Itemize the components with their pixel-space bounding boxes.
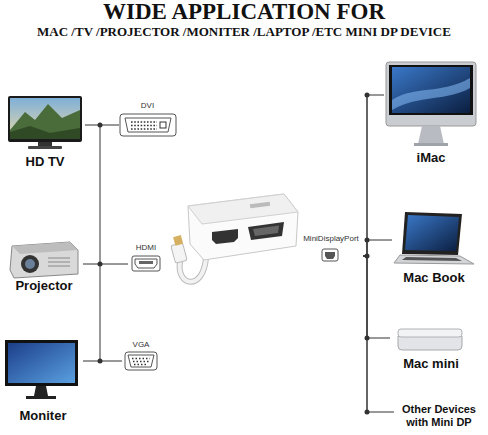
device-box: Mac mini xyxy=(390,324,472,372)
page-title: WIDE APPLICATION FOR xyxy=(0,0,488,23)
macbook-base xyxy=(394,255,474,264)
adapter-plug-tip xyxy=(173,235,183,246)
imac-stand xyxy=(418,126,444,144)
projector-glass xyxy=(25,259,35,269)
projector-lens xyxy=(21,255,39,273)
port-box: DVI xyxy=(119,101,176,133)
tv-screen xyxy=(10,98,80,139)
monitor-stand xyxy=(34,386,48,396)
minidp-icon xyxy=(322,249,338,261)
imac-wave xyxy=(392,78,470,110)
port-box: MiniDisplayPort xyxy=(299,234,363,259)
port-box: VGA xyxy=(122,340,160,368)
dvi-pin-block xyxy=(160,122,166,128)
device-box: Mac Book xyxy=(392,210,476,286)
connector-line xyxy=(83,361,122,362)
dvi-pins xyxy=(131,122,157,129)
vga-socket xyxy=(128,355,154,367)
port-label: HDMI xyxy=(128,243,164,252)
vga-icon xyxy=(125,352,157,370)
adapter-vga-port xyxy=(248,222,284,240)
connector-line xyxy=(85,125,119,126)
device-label: Other Devices with Mini DP xyxy=(394,403,484,428)
device-label: iMac xyxy=(384,151,478,166)
port-label: DVI xyxy=(119,101,176,110)
adapter-top xyxy=(188,194,298,224)
hdmi-icon xyxy=(132,256,160,271)
adapter-hdmi-port xyxy=(212,229,238,244)
connector-line xyxy=(363,240,392,256)
device-box: Other Devices with Mini DP xyxy=(394,403,484,428)
macmini-body xyxy=(398,336,462,350)
macbook-keyboard xyxy=(402,257,462,261)
projector-top xyxy=(12,242,78,254)
dvi-socket xyxy=(125,118,171,132)
connector-line xyxy=(83,264,128,265)
device-label: HD TV xyxy=(5,155,85,170)
macbook-screen xyxy=(405,215,459,251)
device-box: Moniter xyxy=(3,338,83,424)
adapter-vga-inner xyxy=(253,226,279,237)
device-box: iMac xyxy=(384,60,478,166)
bus-line xyxy=(100,125,101,361)
adapter-plug xyxy=(171,243,187,263)
monitor-frame xyxy=(5,340,78,386)
tv-frame xyxy=(8,96,82,142)
port-label: MiniDisplayPort xyxy=(299,234,363,243)
device-label: Moniter xyxy=(3,409,83,424)
macbook-lid xyxy=(402,212,462,255)
vga-pins xyxy=(132,359,150,365)
tv-mountains xyxy=(10,104,80,139)
imac-screen xyxy=(392,67,470,113)
adapter-body xyxy=(188,194,298,260)
port-label: VGA xyxy=(122,340,160,349)
imac-frame xyxy=(386,62,476,126)
subtitle: MAC /TV /PROJECTOR /MONITER /LAPTOP /ETC… xyxy=(0,25,488,38)
minidp-socket xyxy=(325,252,335,259)
device-label: Mac mini xyxy=(390,357,472,372)
tv-base xyxy=(28,146,62,149)
connector-line xyxy=(363,256,394,412)
tv-valley xyxy=(10,126,80,139)
device-label: Mac Book xyxy=(392,271,476,286)
hdmi-contacts xyxy=(139,261,153,264)
adapter-logo xyxy=(250,202,270,208)
macmini-top xyxy=(398,329,462,337)
dvi-icon xyxy=(120,114,176,136)
device-label: Projector xyxy=(5,279,83,294)
imac-base xyxy=(414,143,448,146)
tv-stand xyxy=(38,142,52,146)
imac-bezel xyxy=(389,65,473,115)
port-box: HDMI xyxy=(128,243,164,268)
device-box: Projector xyxy=(5,228,83,294)
connector-line xyxy=(363,95,384,256)
monitor-screen xyxy=(8,343,75,383)
device-box: HD TV xyxy=(5,93,85,170)
projector-body xyxy=(10,242,78,278)
hdmi-socket xyxy=(135,259,157,268)
monitor-base xyxy=(26,396,56,399)
projector-vents xyxy=(48,258,70,266)
